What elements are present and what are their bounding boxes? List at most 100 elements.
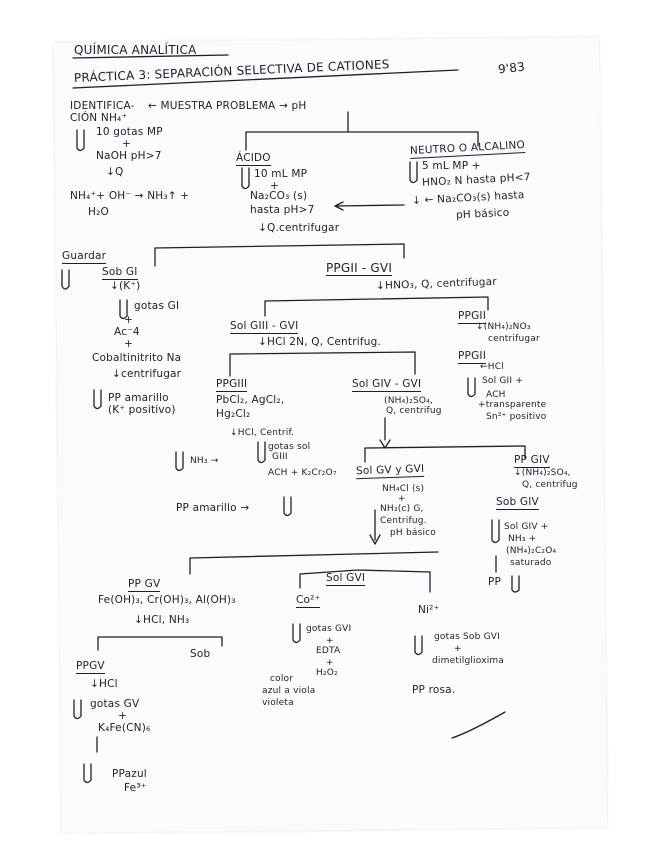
nh4so4-b: ↓(NH₄)₂SO₄, [514,468,571,478]
q-centrifug-b: Q, centrifug [522,480,578,490]
hcl-centrif: ↓HCl, Centrif. [230,428,295,438]
pp-final: PP [488,576,502,588]
acido-plus: + [270,180,279,192]
q-centrifug: Q, centrifug [386,406,442,416]
sob-gi: Sob GI [102,266,138,280]
sol-gv-gvi: Sol GV y GVI [355,462,425,480]
sob-label: Sob [190,648,211,660]
centrifug-2: Centrifug. [380,516,427,526]
acido-step-3: hasta pH>7 [250,204,315,216]
gotas-sob-gvi: gotas Sob GVI [434,632,500,642]
tube-icon-13 [73,699,82,720]
acido-heading: ÁCIDO [236,152,271,166]
gotas-gvi: gotas GVI [306,624,352,634]
arrow-down-sol-g4 [379,417,391,449]
gotas-sol: gotas sol [268,442,311,452]
bottom-bracket [189,551,439,575]
sol-gvi-split [299,569,431,593]
identificacion-label: IDENTIFICA- [70,100,135,112]
q-step: ↓Q [106,166,124,178]
co2-ion: Co²⁺ [296,594,321,608]
pp-azul: PPazul [112,768,147,780]
hydroxides: Fe(OH)₃, Cr(OH)₃, Al(OH)₃ [98,594,236,606]
pp-gv: PP GV [128,578,161,592]
nh4no3-step: ↓(NH₄)₂NO₃ [476,322,531,332]
ppg2-gvi: PPGII - GVI [326,261,393,276]
giii-label: GIII [272,452,288,462]
tube-icon-16 [414,635,423,656]
k-positivo: (K⁺ positivo) [108,404,176,416]
nh4cl-step: NH₄Cl (s) [382,484,425,494]
tube-icon-10 [283,496,292,517]
acetic-acid: Ac⁻4 [114,326,140,338]
ach-dichromate: ACH + K₂Cr₂O₇ [268,468,337,478]
sol-g4-split [364,445,526,463]
tube-icon-11 [491,519,500,544]
sol-g3-gvi: Sol GIII - GVI [230,320,299,334]
sol-gvi: Sol GVI [326,572,366,586]
ppgv-heading: PPGV [76,660,105,674]
nh3-arrow: NH₃ → [190,456,219,466]
sn-positivo: Sn²⁺ positivo [486,412,547,422]
ppgv-split [97,636,223,651]
hno3-split [264,296,489,317]
nh4so4-step: (NH₄)₂SO₄, [384,396,434,406]
tube-icon-12 [511,575,520,593]
gotas-mp: 10 gotas MP [96,126,163,138]
title-underline [72,54,229,59]
pp-rosa: PP rosa. [412,684,456,696]
check-mark [451,711,506,739]
sol-g2: Sol GII + [482,376,524,386]
fe3-ion: Fe³⁺ [124,782,147,794]
plus-a: + [124,314,133,326]
oxalate: (NH₄)₂C₂O₄ [506,546,557,556]
saturado: saturado [510,558,552,568]
neutro-step-1: 5 mL MP + [422,160,481,172]
tube-icon-6 [93,389,102,410]
sob-giv: Sob GIV [496,496,539,510]
transparente: +transparente [478,400,547,410]
tube-icon-2 [241,167,250,190]
ach-2: ACH [486,390,506,400]
hg2cl2-salt: Hg₂Cl₂ [216,408,251,420]
gotas-gv: gotas GV [90,698,140,710]
ppg2-b: PPGII [458,310,486,324]
pp-amarillo: PP amarillo [108,392,169,404]
nh3g-step: NH₃(c) G, [380,504,424,514]
hcl-2n-step: ↓HCl 2N, Q, Centrifug. [258,336,381,348]
pp-amarillo-2: PP amarillo → [176,502,250,514]
ferrocyanide: K₄Fe(CN)₆ [98,722,151,734]
plus-c: + [398,494,406,504]
pp-giv: PP GIV [514,454,550,468]
arrow-down-ph [369,509,381,545]
ph-branch [245,111,479,151]
plus-f: + [326,658,334,668]
acido-step-4: ↓Q.centrifugar [258,222,340,234]
ni2-ion: Ni²⁺ [418,604,440,616]
tube-icon-7 [467,377,476,398]
identificacion-label-2: CIÓN NH₄⁺ [70,112,128,124]
hcl-arrow: ←HCl [480,362,504,372]
plus-b: + [124,338,133,350]
nh3-b: NH₃ + [508,534,537,544]
tube-icon-14 [83,763,92,784]
k-ion: ↓(K⁺) [110,280,141,292]
hcl2n-split [229,351,416,377]
grade-mark: 9'83 [497,59,526,77]
acido-step-1: 10 mL MP [254,168,308,180]
tube-icon-15 [292,623,301,644]
gotas-gi: gotas GI [134,300,180,312]
ph-basico: pH básico [390,528,437,538]
dimetilglioxima: dimetilglioxima [432,656,505,666]
centrifugar-1: ↓centrifugar [112,368,182,380]
tube-icon-8 [175,451,184,472]
ppg2-c: PPGII [458,350,486,364]
violeta: violeta [262,698,294,708]
guardar-label: Guardar [62,250,107,264]
tube-icon-4 [61,269,70,290]
cobaltinitrito: Cobaltinitrito Na [92,352,182,364]
centrifuge-split [154,243,405,267]
plus-d: + [118,710,127,722]
sol-giv-2: Sol GIV + [504,522,549,532]
